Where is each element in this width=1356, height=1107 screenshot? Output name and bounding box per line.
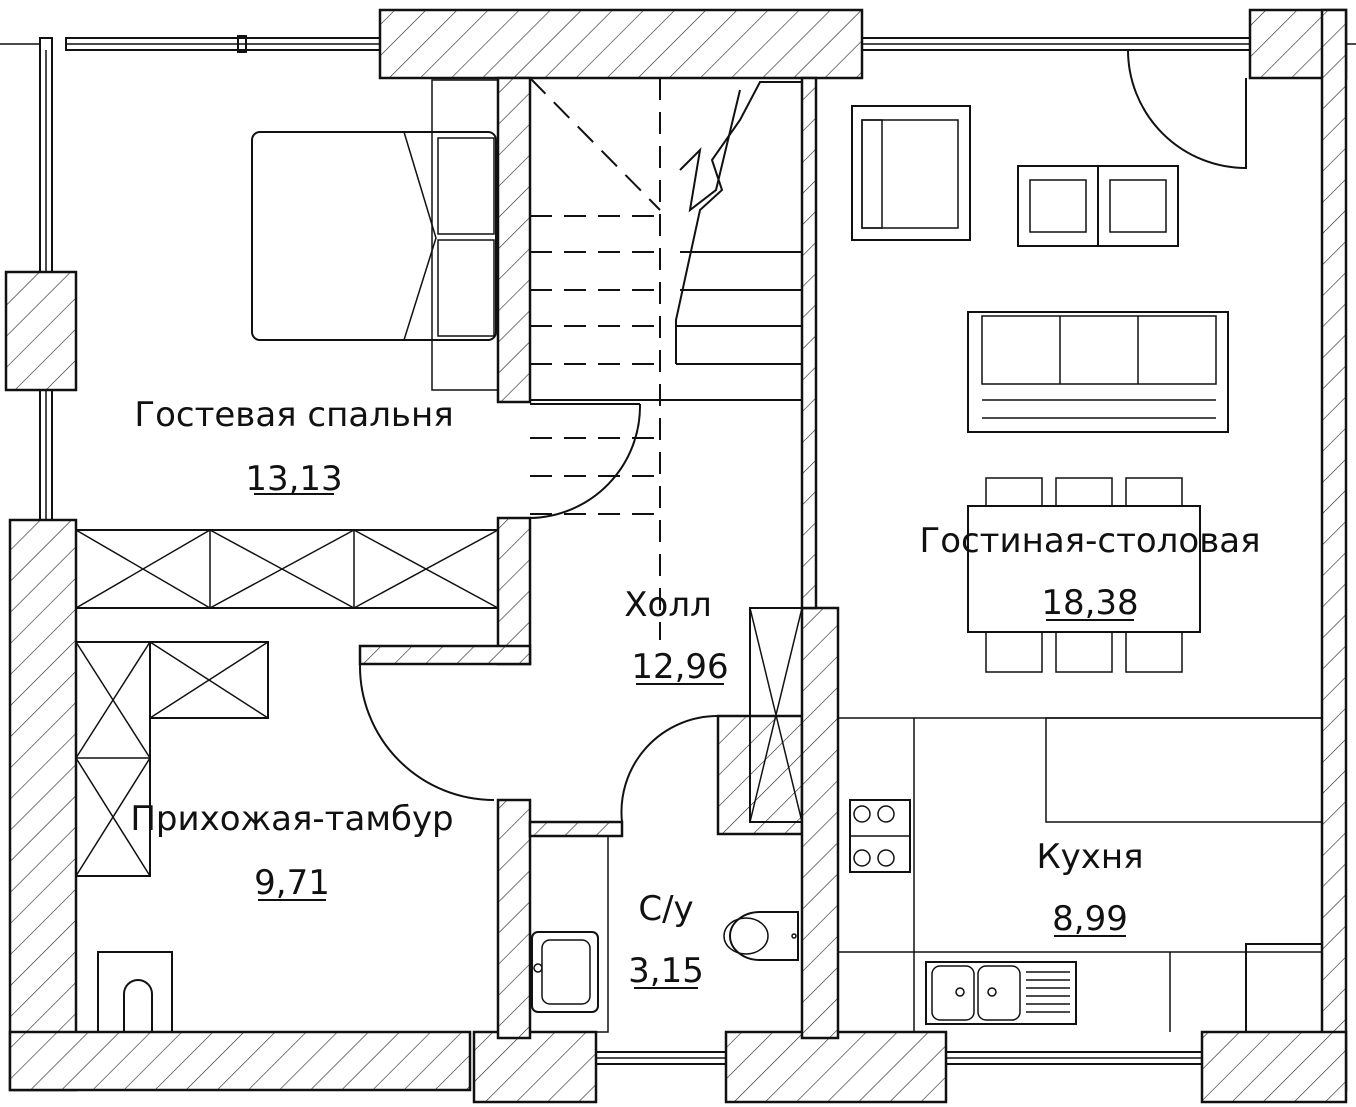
kitchen-units [838,717,1323,1033]
bathroom-fixtures [529,835,799,1033]
room-area-kitchen: 8,99 [1052,899,1128,939]
room-name-guest-bedroom: Гостевая спальня [134,395,453,435]
room-area-hall: 12,96 [631,647,728,687]
interior-walls [358,76,840,1040]
room-name-entry-vestibule: Прихожая-тамбур [130,799,453,839]
doors [358,49,1247,823]
living-furniture [851,105,1229,673]
exterior-walls [4,8,1348,1104]
room-labels: Гостевая спальня 13,13 Гостиная-столовая… [130,395,1260,991]
bedroom-furniture [75,79,499,609]
hall-wardrobe [749,607,803,823]
staircase [529,77,803,640]
room-name-bathroom: С/у [638,889,693,929]
room-area-entry-vestibule: 9,71 [254,863,330,903]
room-name-hall: Холл [624,585,712,625]
room-area-living-dining: 18,38 [1041,583,1138,623]
room-name-living-dining: Гостиная-столовая [919,521,1260,561]
entry-furniture [75,641,269,1033]
room-name-kitchen: Кухня [1036,837,1143,877]
windows [39,35,1251,1065]
room-area-bathroom: 3,15 [628,951,704,991]
room-area-guest-bedroom: 13,13 [245,459,342,499]
